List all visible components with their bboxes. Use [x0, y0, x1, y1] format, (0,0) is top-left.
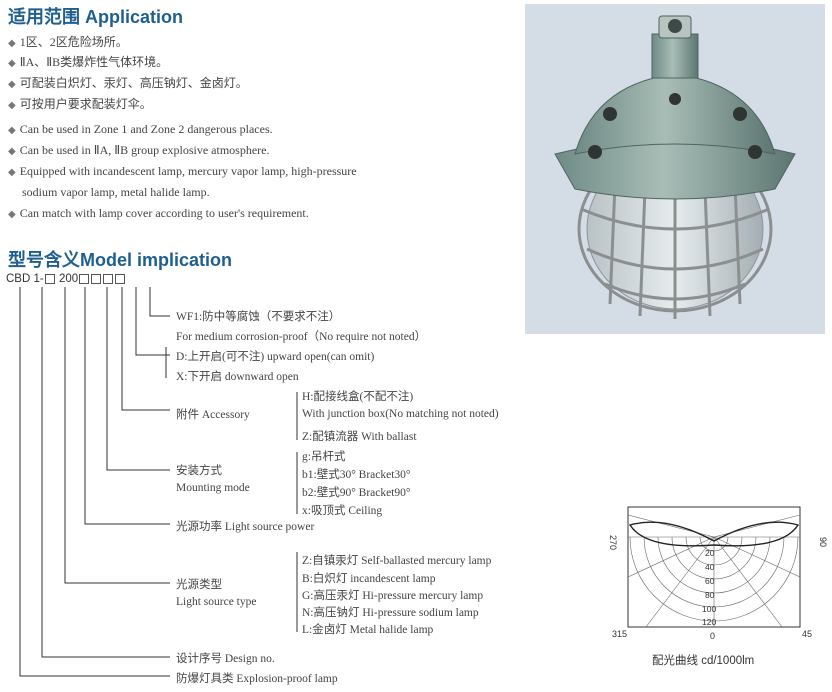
- accessory-h-en: With junction box(No matching not noted): [302, 408, 499, 420]
- model-title: 型号含义Model implication: [8, 250, 233, 270]
- model-code: CBD 1- 200: [6, 273, 126, 285]
- downward-open-label: X:下开启 downward open: [176, 371, 299, 383]
- bullet-cn-1: ◆1区、2区危险场所。: [8, 35, 128, 49]
- bullet-cn-3: ◆可配装白炽灯、汞灯、高压钠灯、金卤灯。: [8, 76, 248, 90]
- ring-100: 100: [702, 604, 716, 614]
- design-no-label: 设计序号 Design no.: [176, 653, 275, 665]
- ring-20: 20: [705, 548, 715, 558]
- source-opt-b: B:白炽灯 incandescent lamp: [302, 573, 436, 585]
- accessory-z: Z:配镇流器 With ballast: [302, 431, 417, 443]
- code-200: 200: [58, 273, 79, 285]
- code-box-mount: [79, 273, 90, 284]
- application-title: 适用范围 Application: [8, 7, 183, 27]
- accessory-h: H:配接线盒(不配不注): [302, 391, 414, 403]
- angle-315: 315: [612, 629, 627, 639]
- polar-caption: 配光曲线 cd/1000lm: [652, 655, 755, 667]
- angle-90: 90: [818, 537, 828, 547]
- mount-opt-x: x:吸顶式 Ceiling: [302, 505, 383, 517]
- bullet-cn-4: ◆可按用户要求配装灯伞。: [8, 97, 152, 111]
- source-opt-g: G:高压汞灯 Hi-pressure mercury lamp: [302, 590, 484, 602]
- ring-80: 80: [705, 590, 715, 600]
- bullet-en-3: ◆Equipped with incandescent lamp, mercur…: [8, 164, 357, 178]
- explosion-proof-lamp-image: [554, 15, 796, 319]
- code-box-open: [103, 273, 114, 284]
- source-opt-z: Z:自镇汞灯 Self-ballasted mercury lamp: [302, 555, 492, 567]
- mounting-label-cn: 安装方式: [176, 465, 222, 477]
- bullet-cn-2: ◆ⅡA、ⅡB类爆炸性气体环境。: [8, 55, 169, 69]
- explosion-proof-label: 防爆灯具类 Explosion-proof lamp: [176, 673, 338, 685]
- wf1-label-en: For medium corrosion-proof（No require no…: [176, 331, 427, 343]
- mount-opt-b1: b1:壁式30° Bracket30°: [302, 469, 411, 481]
- product-photo: [525, 4, 825, 334]
- ring-40: 40: [705, 562, 715, 572]
- mount-opt-g: g:吊杆式: [302, 451, 346, 463]
- polar-grid: 270 90 315 0 45 20 40 60 80 100 120: [608, 506, 828, 641]
- accessory-label: 附件 Accessory: [176, 409, 250, 421]
- angle-45: 45: [802, 629, 812, 639]
- upward-open-label: D:上开启(可不注) upward open(can omit): [176, 351, 375, 363]
- code-1: 1: [33, 273, 40, 285]
- bullet-en-2: ◆Can be used in ⅡA, ⅡB group explosive a…: [8, 143, 270, 157]
- angle-0: 0: [710, 631, 715, 641]
- wf1-label: WF1:防中等腐蚀（不要求不注）: [176, 311, 341, 323]
- source-opt-l: L:金卤灯 Metal halide lamp: [302, 624, 434, 636]
- mounting-label-en: Mounting mode: [176, 482, 250, 494]
- code-cbd: CBD: [6, 273, 31, 285]
- source-label-cn: 光源类型: [176, 579, 222, 591]
- ring-60: 60: [705, 576, 715, 586]
- angle-270: 270: [608, 535, 618, 550]
- source-opt-n: N:高压钠灯 Hi-pressure sodium lamp: [302, 607, 479, 619]
- power-label: 光源功率 Light source power: [176, 521, 315, 533]
- light-distribution-diagram: 270 90 315 0 45 20 40 60 80 100 120: [606, 505, 828, 665]
- mount-opt-b2: b2:壁式90° Bracket90°: [302, 487, 411, 499]
- code-box-source: [44, 273, 55, 284]
- bullet-en-1: ◆Can be used in Zone 1 and Zone 2 danger…: [8, 122, 273, 136]
- code-box-acc: [91, 273, 102, 284]
- code-dash: -: [39, 273, 44, 285]
- source-label-en: Light source type: [176, 596, 257, 608]
- code-box-wf1: [115, 273, 126, 284]
- bullet-en-4: ◆Can match with lamp cover according to …: [8, 206, 309, 220]
- bullet-en-3-cont: sodium vapor lamp, metal halide lamp.: [22, 185, 210, 199]
- ring-120: 120: [702, 617, 716, 627]
